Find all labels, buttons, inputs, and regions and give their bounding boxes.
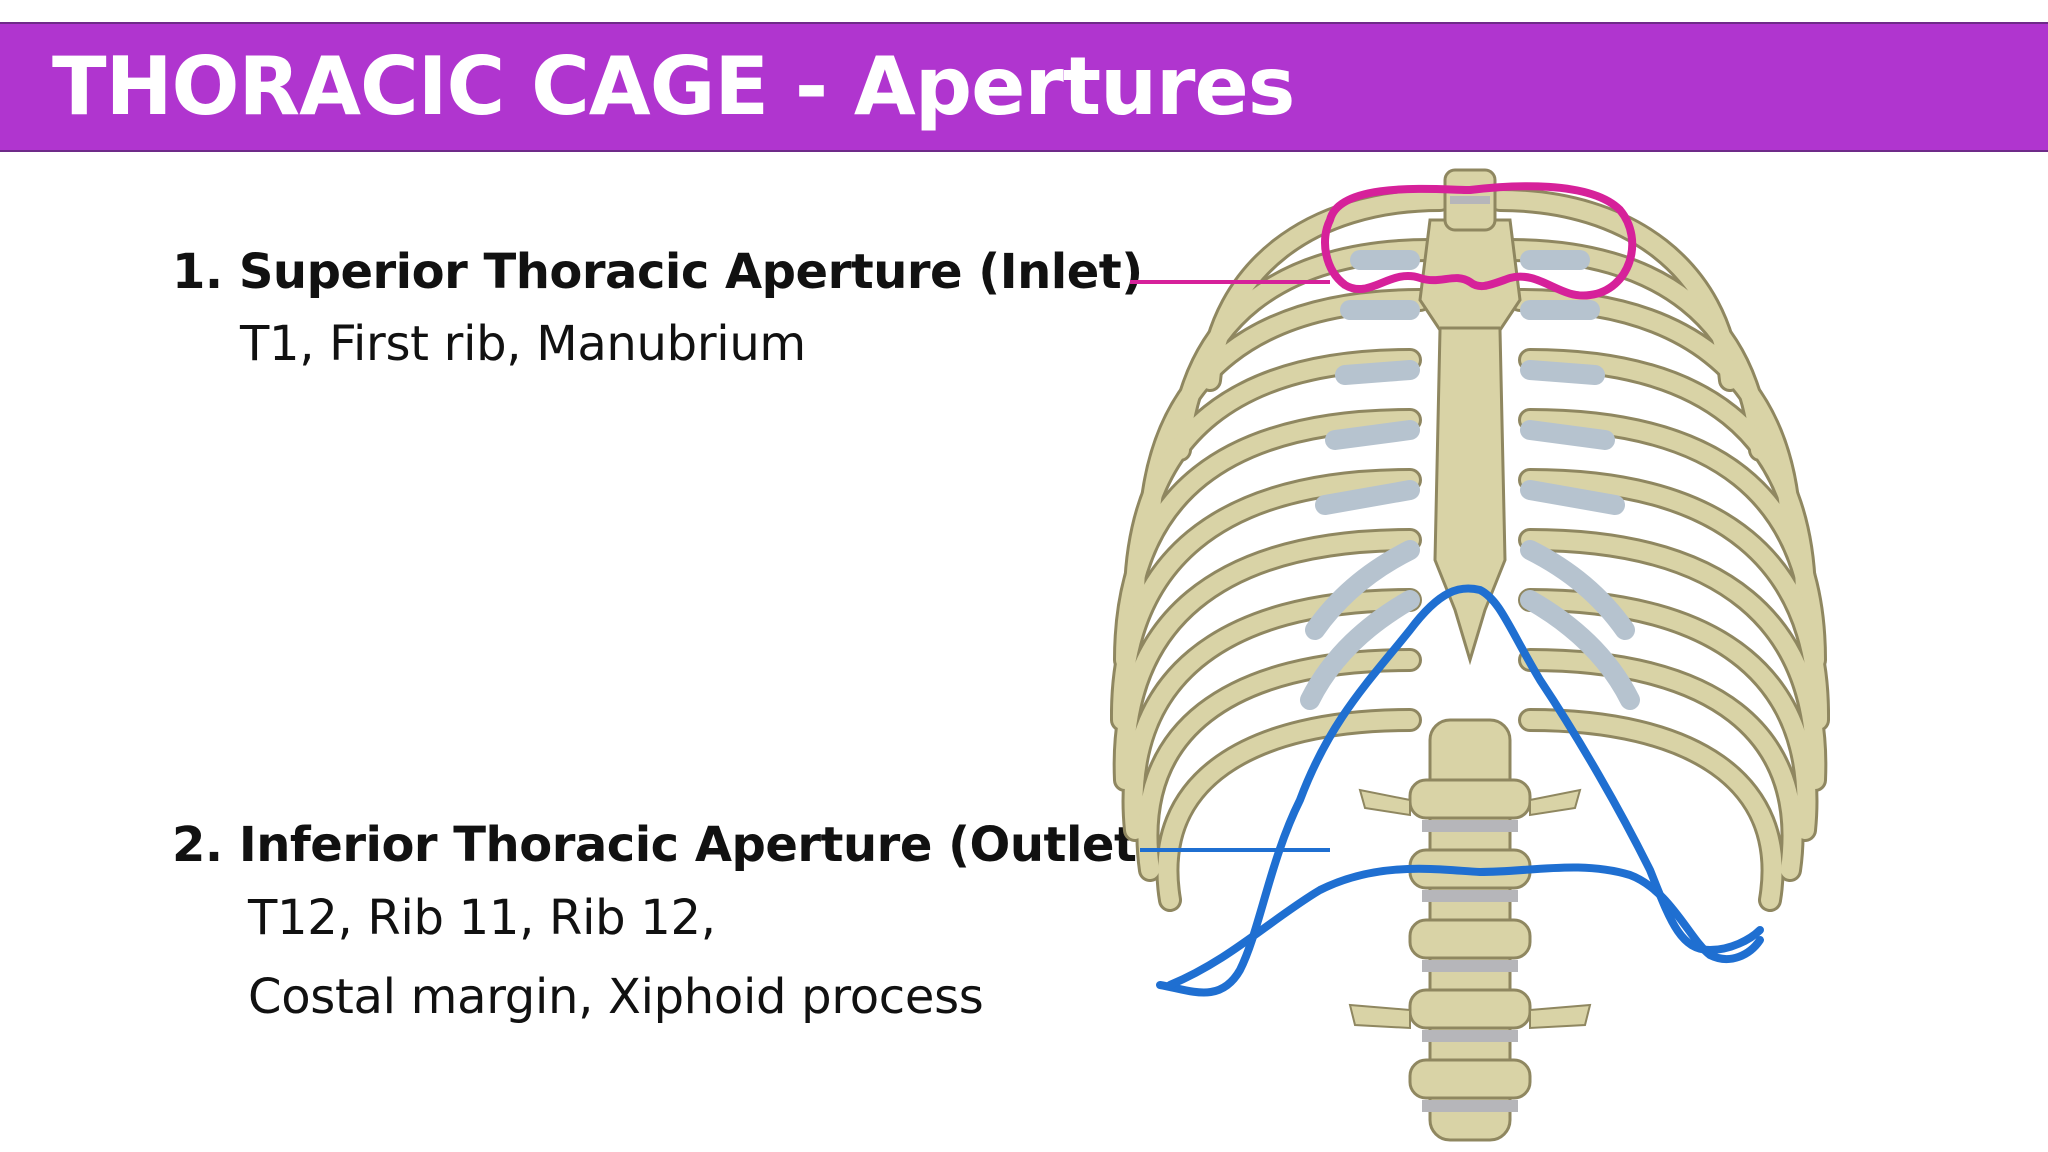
inferior-aperture-outline-lower bbox=[1166, 863, 1764, 989]
inferior-aperture-details-line1: T12, Rib 11, Rib 12, bbox=[248, 890, 716, 946]
thoracic-cage-illustration bbox=[1110, 168, 1830, 1142]
ribs bbox=[1110, 188, 1830, 912]
superior-aperture-outline bbox=[1321, 182, 1637, 300]
superior-aperture-details: T1, First rib, Manubrium bbox=[240, 316, 806, 372]
costal-cartilages bbox=[1300, 250, 1640, 710]
lumbar-vertebrae bbox=[1348, 718, 1592, 1142]
inferior-aperture-heading: 2. Inferior Thoracic Aperture (Outlet) bbox=[172, 817, 1158, 873]
inferior-aperture-details-line2: Costal margin, Xiphoid process bbox=[248, 969, 984, 1025]
t1-vertebra bbox=[1443, 168, 1497, 232]
slide-title: THORACIC CAGE - Apertures bbox=[52, 40, 1295, 133]
sternum bbox=[1418, 218, 1522, 666]
superior-aperture-heading: 1. Superior Thoracic Aperture (Inlet) bbox=[172, 244, 1143, 300]
inferior-aperture-outline bbox=[1156, 584, 1764, 997]
title-bar: THORACIC CAGE - Apertures bbox=[0, 22, 2048, 152]
